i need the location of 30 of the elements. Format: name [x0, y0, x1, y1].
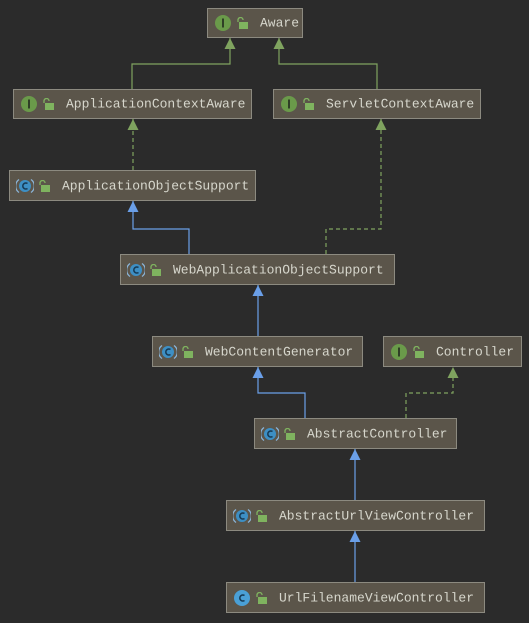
class-box [273, 89, 481, 119]
class-box [13, 89, 252, 119]
class-name: WebContentGenerator [205, 344, 354, 359]
inheritance-arrow [128, 201, 190, 254]
inheritance-arrow [131, 38, 236, 89]
inheritance-arrow [274, 38, 378, 89]
inheritance-arrow [350, 449, 360, 500]
class-box [226, 500, 485, 531]
class-box [383, 336, 522, 367]
class-box [254, 418, 457, 449]
class-name: Controller [436, 344, 514, 359]
class-name: ApplicationObjectSupport [62, 178, 250, 193]
inheritance-arrow [405, 367, 458, 418]
class-name: ApplicationContextAware [66, 96, 246, 112]
class-name: Aware [260, 16, 300, 30]
class-name: AbstractController [307, 426, 448, 441]
inheritance-arrow [252, 285, 264, 336]
inheritance-arrow [325, 119, 386, 254]
class-box [152, 336, 363, 367]
class-box [226, 582, 485, 613]
inheritance-arrow [128, 119, 138, 170]
class-box [9, 170, 256, 201]
inheritance-arrow [350, 531, 360, 582]
class-name: WebApplicationObjectSupport [173, 262, 384, 277]
class-name: ServletContextAware [326, 96, 474, 112]
class-box [120, 254, 395, 285]
class-name: AbstractUrlViewController [279, 508, 474, 523]
inheritance-arrow [252, 367, 306, 418]
class-box [207, 8, 303, 38]
class-name: UrlFilenameViewController [279, 590, 474, 605]
